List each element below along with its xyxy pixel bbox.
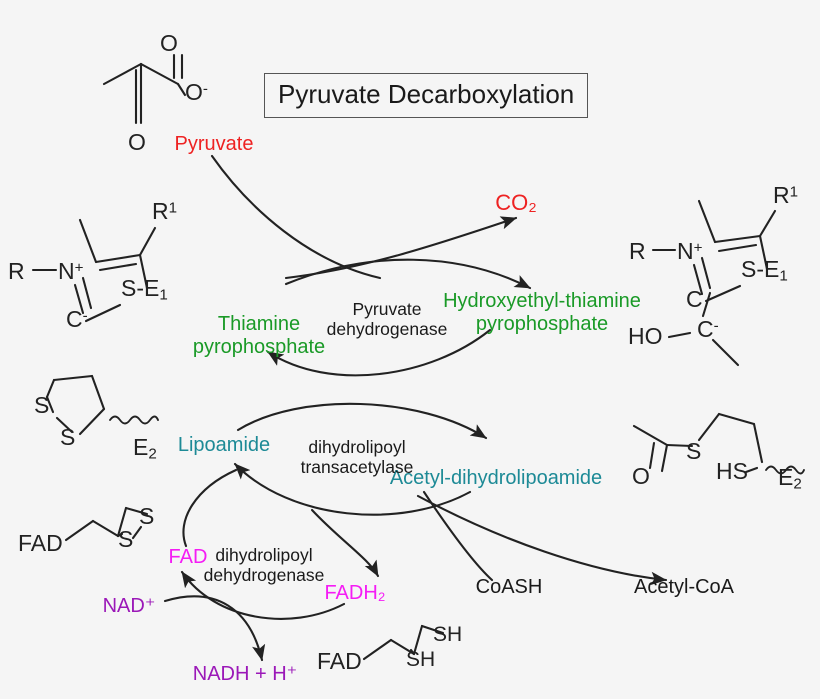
arrow-to-acetyl-coa xyxy=(416,494,668,586)
atom-hydroxyethyl-carbanion: C- xyxy=(697,316,719,342)
thiamine-left-bonds xyxy=(31,218,157,323)
lipoamide-wavy-bond xyxy=(109,415,159,425)
atom-pyruvate-carbonyl-o: O xyxy=(160,30,178,56)
label-acetyl-coa: Acetyl-CoA xyxy=(633,576,735,598)
arrow-to-fadh2 xyxy=(310,508,380,578)
label-carbon-dioxide: CO₂ xyxy=(495,190,537,215)
fad-reduced-bonds xyxy=(362,624,445,661)
atom-lipoamide-s2: S xyxy=(60,424,76,450)
label-coash: CoASH xyxy=(475,576,543,598)
atom-thiol-hs: HS xyxy=(716,458,748,484)
atom-fad-reduced-label: FAD xyxy=(317,648,362,674)
arrow-tpp-to-hetpp xyxy=(284,258,532,290)
atom-thiamine-right-s-e1: S-E1 xyxy=(741,256,788,285)
atom-lipoamide-s1: S xyxy=(34,392,50,418)
atom-acetyl-carbonyl-o: O xyxy=(632,463,650,489)
atom-thiamine-left-n: N+ xyxy=(58,258,84,284)
arrow-coash-in xyxy=(422,490,494,582)
atom-pyruvate-carboxylate-o: O- xyxy=(185,79,208,105)
label-fadh2: FADH₂ xyxy=(324,582,386,604)
atom-lipoamide-e2: E2 xyxy=(133,434,157,463)
atom-fad-oxidized-label: FAD xyxy=(18,530,63,556)
atom-pyruvate-ketone-o: O xyxy=(128,129,146,155)
arrow-pyruvate-in xyxy=(210,154,382,280)
arrow-fad-cycle-upper xyxy=(182,468,238,548)
label-fad: FAD xyxy=(168,546,208,568)
atom-fad-oxidized-s1: S xyxy=(118,526,134,552)
label-pyruvate-dehydrogenase: Pyruvate dehydrogenase xyxy=(326,299,448,340)
label-dihydrolipoyl-transacetylase: dihydrolipoyl transacetylase xyxy=(300,437,414,478)
label-nadh-h-plus: NADH + H⁺ xyxy=(192,663,298,685)
lipoamide-e2-subscript: 2 xyxy=(148,445,157,463)
arrow-acetyl-to-lipoamide xyxy=(233,462,472,516)
thiamine-right-e1-subscript: 1 xyxy=(779,267,788,285)
atom-fad-reduced-sh1: SH xyxy=(406,648,436,671)
label-pyruvate: Pyruvate xyxy=(174,133,254,155)
atom-acetyl-dihydrolipoamide-e2: E2 xyxy=(778,464,802,493)
page-title: Pyruvate Decarboxylation xyxy=(264,73,589,118)
thiamine-right-bonds xyxy=(651,199,777,367)
arrow-fadh2-to-fad xyxy=(180,570,346,620)
atom-hydroxyl-ho: HO xyxy=(628,323,663,349)
atom-fad-oxidized-s2: S xyxy=(139,503,155,529)
arrow-lipoamide-to-acetyl xyxy=(236,402,488,440)
pyruvate-carboxylate-charge: - xyxy=(202,80,208,98)
atom-thioester-s: S xyxy=(686,438,702,464)
atom-fad-reduced-sh2: SH xyxy=(433,623,463,646)
atom-thiamine-right-r: R xyxy=(629,238,646,264)
lipoamide-bonds xyxy=(45,374,106,436)
label-thiamine-pyrophosphate: Thiamine pyrophosphate xyxy=(192,313,326,358)
arrow-hetpp-to-tpp xyxy=(266,328,492,377)
thiamine-left-e1-subscript: 1 xyxy=(159,286,168,304)
label-hydroxyethyl-thiamine-pyrophosphate: Hydroxyethyl-thiamine pyrophosphate xyxy=(443,290,641,335)
thiamine-right-n-charge: + xyxy=(693,239,703,257)
arrow-nad-to-nadh xyxy=(163,595,266,662)
thiamine-left-r1-superscript: 1 xyxy=(168,199,178,217)
acetyl-dihydrolipoamide-bonds xyxy=(632,412,764,474)
atom-thiamine-right-n: N+ xyxy=(677,238,703,264)
hydroxyethyl-c-charge: - xyxy=(713,317,719,335)
thiamine-left-c-charge: - xyxy=(82,307,88,325)
label-lipoamide: Lipoamide xyxy=(177,434,271,456)
label-dihydrolipoyl-dehydrogenase: dihydrolipoyl dehydrogenase xyxy=(203,545,325,586)
fad-oxidized-bonds xyxy=(64,506,149,542)
thiamine-left-n-charge: + xyxy=(74,259,84,277)
thiamine-right-r1-superscript: 1 xyxy=(789,183,799,201)
label-nad-plus: NAD⁺ xyxy=(102,595,156,617)
atom-thiamine-right-c2: C xyxy=(686,286,703,312)
label-acetyl-dihydrolipoamide: Acetyl-dihydrolipoamide xyxy=(389,467,603,489)
atom-thiamine-left-r1: R1 xyxy=(152,198,178,224)
atom-thiamine-left-s-e1: S-E1 xyxy=(121,275,168,304)
acetyl-dihydrolipoamide-wavy-bond xyxy=(765,465,805,475)
atom-thiamine-right-r1: R1 xyxy=(773,182,799,208)
acetyl-dihydrolipoamide-e2-subscript: 2 xyxy=(793,475,802,493)
atom-thiamine-left-carbanion: C- xyxy=(66,306,88,332)
atom-thiamine-left-r: R xyxy=(8,258,25,284)
pyruvate-bonds xyxy=(102,53,187,125)
